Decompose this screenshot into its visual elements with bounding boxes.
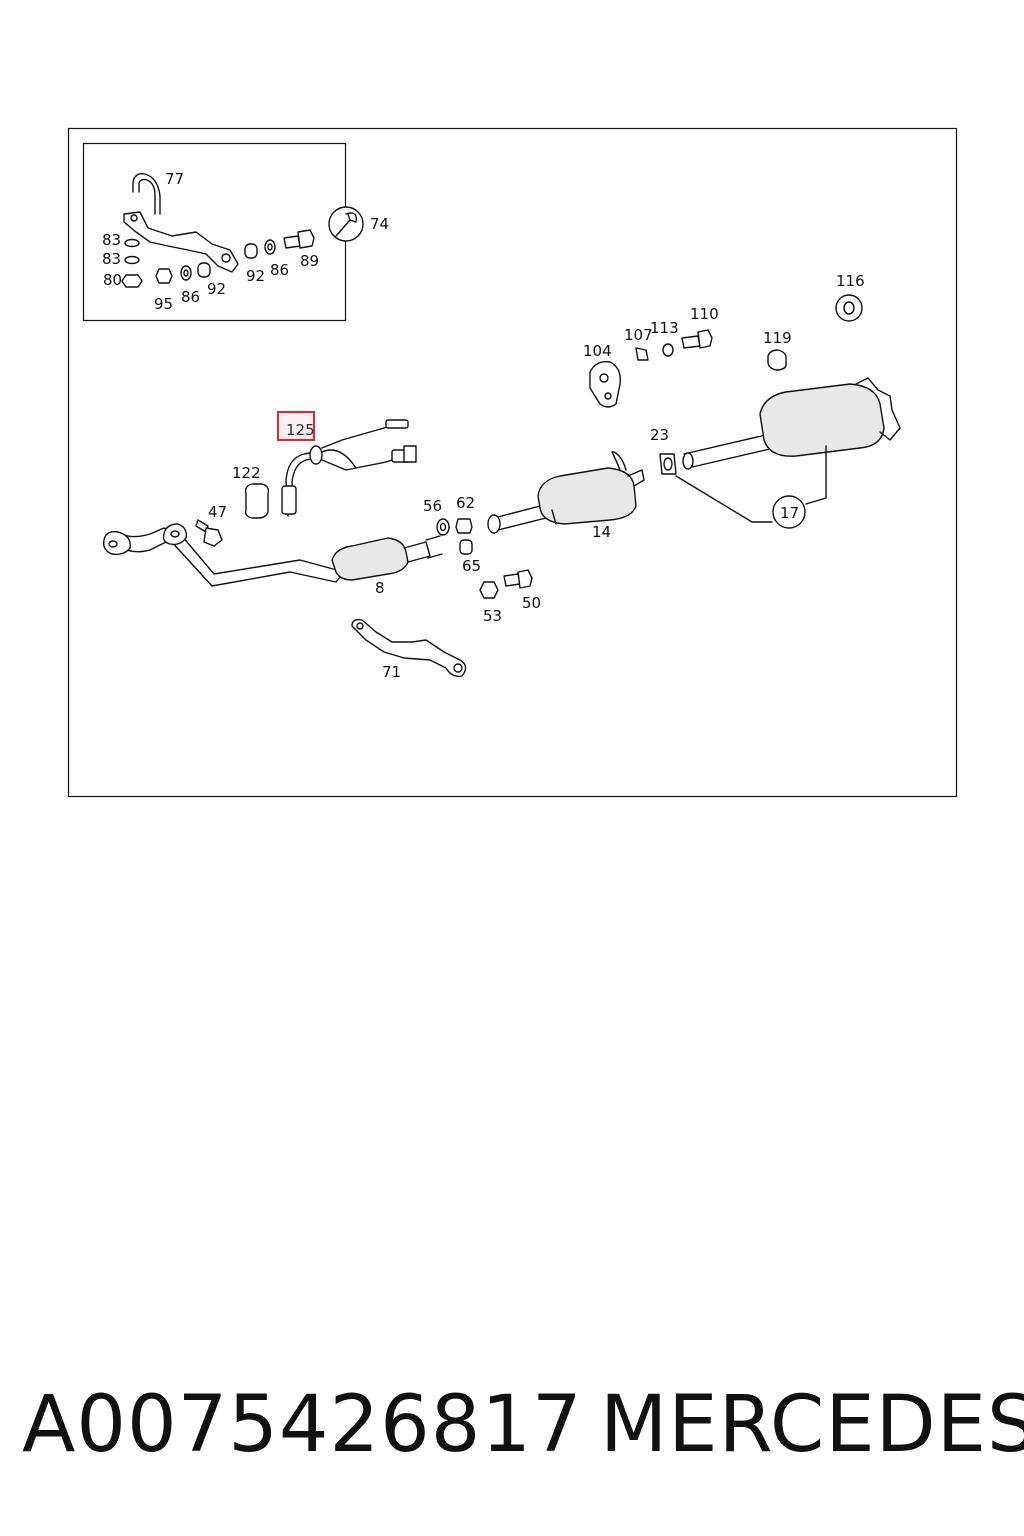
rear-muffler-17: [759, 383, 885, 457]
nut-53: [479, 581, 499, 599]
callout-83-a: 83: [102, 231, 121, 249]
bolt-89: [283, 235, 301, 249]
callout-17: 17: [780, 504, 799, 522]
callout-53: 53: [483, 607, 502, 625]
callout-23: 23: [650, 426, 669, 444]
callout-77: 77: [165, 170, 184, 188]
part-number: A0075426817: [22, 1380, 583, 1470]
callout-56: 56: [423, 497, 442, 515]
inset-parts: [121, 172, 364, 288]
front-pipe-8: [111, 527, 345, 587]
callout-116: 116: [836, 272, 865, 290]
washer-83-b: [124, 255, 140, 265]
callout-circle-17: [772, 495, 806, 529]
bolt-50: [503, 573, 521, 587]
main-parts: [102, 294, 901, 678]
gasket-56: [436, 518, 450, 536]
callout-47: 47: [208, 503, 227, 521]
rear-pipe: [683, 433, 775, 469]
callout-50: 50: [522, 594, 541, 612]
callout-14: 14: [592, 523, 611, 541]
diagram-frame: [67, 127, 958, 798]
callout-71: 71: [382, 663, 401, 681]
callout-107: 107: [624, 326, 653, 344]
callout-65: 65: [462, 557, 481, 575]
callout-92-a: 92: [207, 280, 226, 298]
callout-74: 74: [370, 215, 389, 233]
center-muffler-14: [537, 467, 637, 525]
inset-bracket: [123, 211, 239, 273]
leader-17: [675, 445, 827, 523]
rubber-ring-116: [835, 294, 863, 322]
intermediate-pipe: [493, 505, 547, 531]
clamp-23: [659, 453, 677, 475]
washer-83-a: [124, 238, 140, 248]
bushing-92-a: [197, 262, 211, 278]
highlight-box-125: [277, 411, 315, 441]
exhaust-system-diagram: 77 74 83 83 80 95 86 92 92 86 89 116 110…: [67, 127, 958, 798]
callout-92-b: 92: [246, 267, 265, 285]
callout-89: 89: [300, 252, 319, 270]
callout-8: 8: [375, 579, 385, 597]
callout-104: 104: [583, 342, 612, 360]
bushing-92-b: [244, 243, 258, 259]
callout-110: 110: [690, 305, 719, 323]
callout-83-b: 83: [102, 250, 121, 268]
washer-86-a: [180, 265, 192, 281]
callout-86-b: 86: [270, 261, 289, 279]
nut-95: [155, 268, 173, 284]
caption-bar: A0075426817 MERCEDES: [0, 1370, 1024, 1480]
washer-113: [662, 343, 674, 357]
u-clamp-77: [132, 172, 161, 215]
rubber-mount-104: [589, 361, 621, 408]
callout-122: 122: [232, 464, 261, 482]
catalytic-converter: [331, 537, 409, 581]
rubber-119: [767, 349, 787, 371]
bolt-107: [635, 347, 649, 361]
nut-62: [455, 518, 473, 534]
callout-62: 62: [456, 494, 475, 512]
oxygen-sensor-125: [285, 451, 317, 517]
callout-125: 125: [286, 421, 315, 439]
callout-113: 113: [650, 319, 679, 337]
bolt-110: [681, 335, 701, 349]
bracket-71: [351, 618, 467, 678]
washer-86-b: [264, 239, 276, 255]
clip-122: [244, 483, 270, 519]
sleeve-65: [459, 539, 473, 555]
callout-86-a: 86: [181, 288, 200, 306]
brand-name: MERCEDES: [600, 1380, 1024, 1470]
flange-mid: [162, 523, 188, 546]
nut-80: [121, 274, 143, 288]
callout-80: 80: [103, 271, 122, 289]
callout-labels: 77 74 83 83 80 95 86 92 92 86 89 116 110…: [102, 170, 865, 681]
callout-95: 95: [154, 295, 173, 313]
callout-119: 119: [763, 329, 792, 347]
